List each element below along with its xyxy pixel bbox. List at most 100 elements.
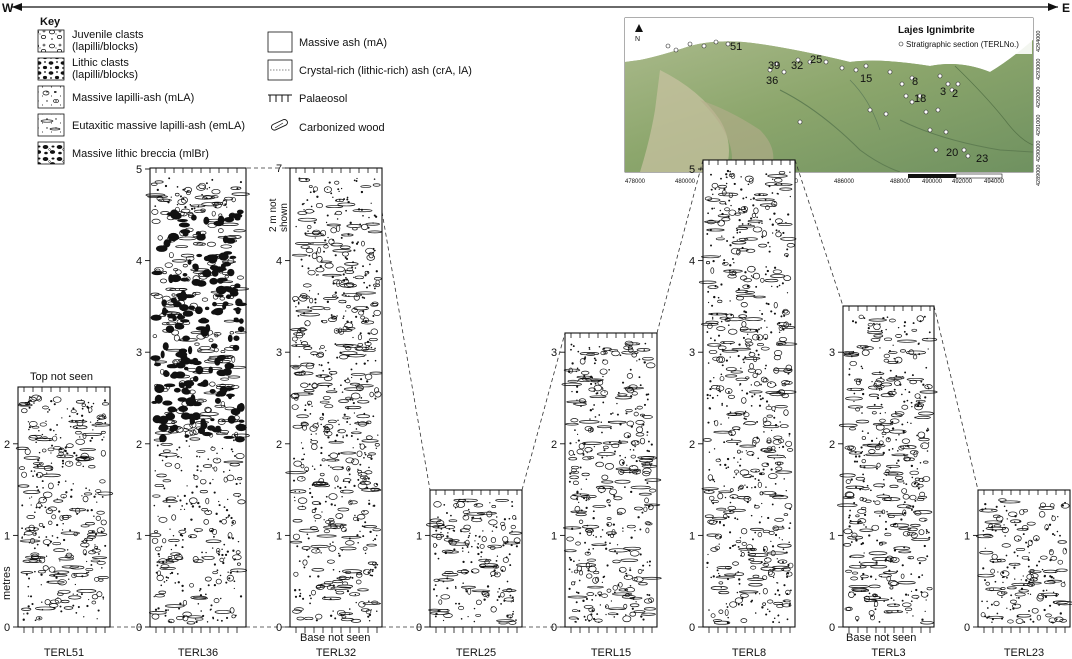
clast (876, 467, 878, 470)
clast (859, 528, 874, 532)
clast (155, 546, 162, 552)
clast (307, 555, 310, 558)
clast (650, 443, 653, 446)
clast (706, 233, 709, 235)
clast (303, 346, 313, 350)
clast (198, 505, 201, 508)
clast (339, 489, 354, 494)
clast (302, 458, 305, 461)
clast (502, 541, 521, 545)
clast (982, 567, 985, 570)
clast (883, 478, 885, 481)
clast (771, 429, 773, 432)
clast (626, 524, 636, 529)
clast (460, 618, 463, 620)
clast (863, 552, 865, 554)
clast (638, 358, 641, 361)
clast (837, 503, 858, 508)
clast (739, 458, 742, 460)
clast (81, 407, 84, 410)
clast (1059, 534, 1061, 537)
clast (304, 320, 311, 327)
clast (912, 353, 914, 355)
clast (344, 270, 355, 274)
clast (737, 603, 740, 606)
key-emla-label: Eutaxitic massive lapilli-ash (emLA) (72, 120, 245, 132)
clast (569, 472, 572, 475)
clast (347, 355, 350, 358)
clast (289, 489, 307, 494)
clast (80, 542, 90, 548)
clast (710, 267, 715, 274)
clast (884, 532, 892, 537)
clast (718, 188, 720, 190)
clast (295, 341, 297, 344)
clast (838, 423, 858, 428)
clast (222, 471, 225, 473)
clast (741, 451, 743, 453)
clast (295, 309, 313, 313)
clast (187, 367, 198, 372)
clast (766, 439, 772, 444)
depth-tick-label: 0 (689, 622, 695, 634)
clast (302, 597, 305, 600)
clast (356, 177, 358, 180)
clast (498, 595, 501, 598)
clast (285, 471, 306, 475)
clast (190, 595, 207, 600)
clast (502, 589, 517, 592)
clast (765, 486, 767, 488)
clast (631, 352, 637, 358)
section-name-label: TERL32 (316, 647, 356, 659)
clast (495, 526, 498, 529)
clast (330, 242, 343, 247)
clast (710, 586, 728, 591)
clast (342, 317, 345, 320)
clast (354, 593, 357, 596)
clast (32, 531, 37, 537)
clast (450, 514, 452, 517)
clast (195, 485, 198, 488)
clast (993, 524, 1002, 528)
clast (471, 518, 483, 523)
clast (749, 547, 757, 552)
clast (49, 540, 53, 543)
clast (235, 482, 238, 486)
clast (74, 583, 76, 586)
clast (885, 464, 901, 468)
clast (311, 501, 321, 505)
clast (889, 586, 894, 590)
svg-text:4294000: 4294000 (1036, 31, 1042, 52)
clast (465, 539, 470, 547)
clast (619, 459, 625, 466)
clast (362, 568, 371, 575)
clast (337, 188, 340, 191)
clast (606, 523, 610, 526)
clast (321, 458, 326, 462)
clast (734, 597, 743, 604)
clast (75, 612, 78, 614)
clast (729, 356, 731, 358)
clast (192, 596, 208, 600)
clast (632, 598, 635, 600)
clast (83, 456, 95, 461)
clast (880, 376, 882, 379)
clast (918, 437, 930, 442)
clast (863, 595, 882, 600)
depth-tick-label: 2 (4, 439, 10, 451)
clast (1060, 582, 1066, 588)
clast (744, 484, 746, 486)
clast (30, 470, 33, 473)
clast (294, 595, 298, 598)
clast (374, 347, 376, 350)
clast (881, 486, 883, 488)
clast (843, 528, 853, 535)
clast (902, 375, 904, 378)
clast (452, 529, 455, 532)
clast (496, 555, 499, 557)
clast (568, 457, 578, 461)
clast (61, 459, 65, 463)
clast (42, 487, 44, 489)
clast (228, 469, 231, 472)
clast (787, 372, 790, 375)
